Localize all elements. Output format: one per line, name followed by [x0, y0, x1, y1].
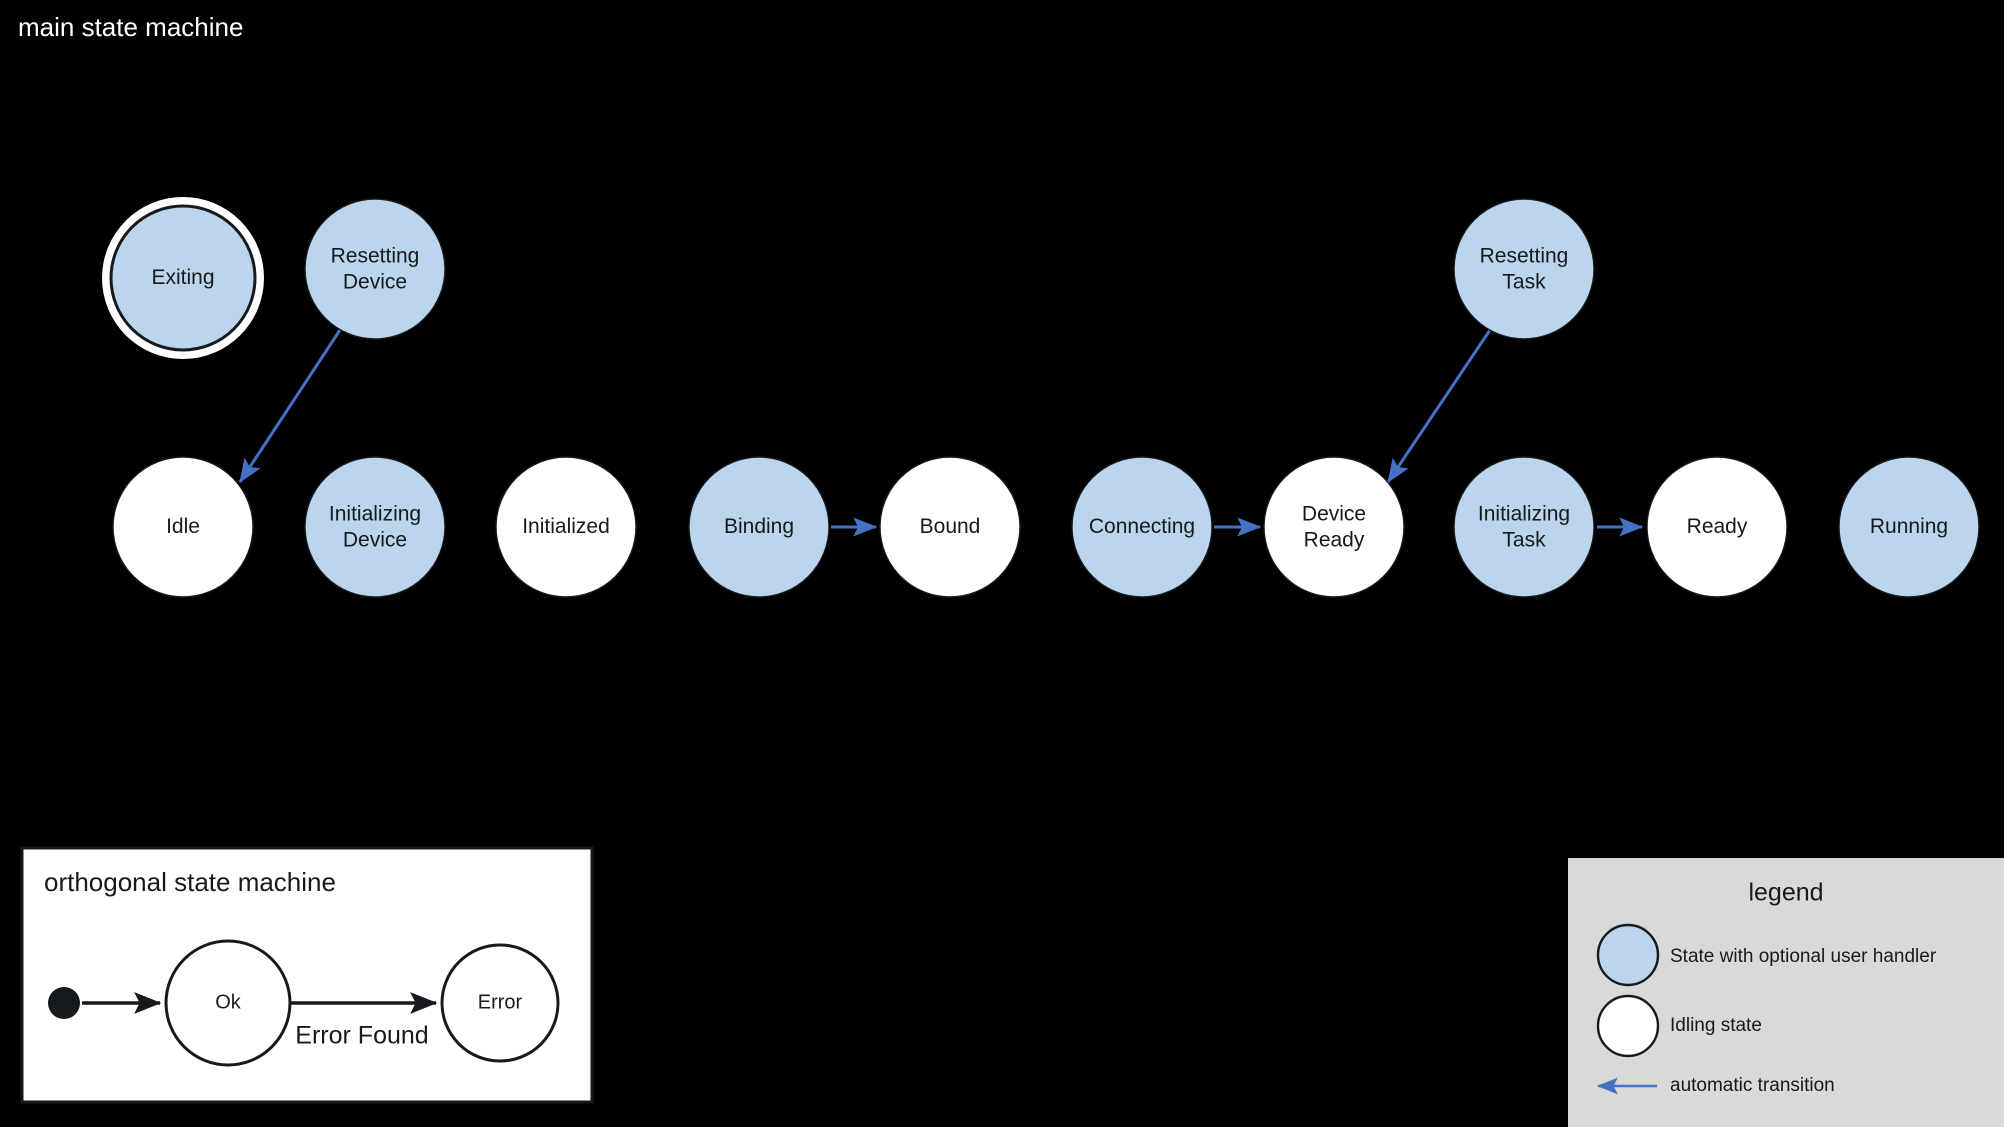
state-idle[interactable] [112, 456, 254, 598]
orthogonal-state-label-ok: Ok [215, 991, 241, 1014]
state-circle-initializing-device[interactable] [304, 456, 446, 598]
legend-label-handler-state: State with optional user handler [1670, 946, 1937, 967]
state-bound[interactable] [879, 456, 1021, 598]
orthogonal-state-ok[interactable] [164, 939, 292, 1067]
state-circle-binding[interactable] [688, 456, 830, 598]
state-circle-bound[interactable] [879, 456, 1021, 598]
state-binding[interactable] [688, 456, 830, 598]
state-circle-exiting[interactable] [109, 204, 257, 352]
state-circle-idle[interactable] [112, 456, 254, 598]
state-resetting-task[interactable] [1453, 198, 1595, 340]
state-device-ready[interactable] [1263, 456, 1405, 598]
orthogonal-initial-state-dot [48, 987, 80, 1019]
legend-title: legend [1748, 878, 1824, 907]
legend-swatch-handler-state [1596, 923, 1660, 987]
state-circle-initializing-task[interactable] [1453, 456, 1595, 598]
legend-label-idling-state: Idling state [1670, 1015, 1762, 1036]
state-initializing-task[interactable] [1453, 456, 1595, 598]
legend-panel [1568, 858, 2004, 1127]
orthogonal-state-label-error: Error [477, 991, 523, 1014]
state-connecting[interactable] [1071, 456, 1213, 598]
state-running[interactable] [1838, 456, 1980, 598]
state-ready[interactable] [1646, 456, 1788, 598]
state-circle-connecting[interactable] [1071, 456, 1213, 598]
page-title: main state machine [18, 12, 244, 42]
state-circle-initialized[interactable] [495, 456, 637, 598]
state-circle-resetting-task[interactable] [1453, 198, 1595, 340]
orthogonal-transition-label-ok-to-error: Error Found [295, 1021, 429, 1050]
orthogonal-panel-title: orthogonal state machine [44, 867, 336, 897]
legend-swatch-idling-state [1596, 994, 1660, 1058]
state-resetting-device[interactable] [304, 198, 446, 340]
main-transitions-layer [238, 329, 1644, 537]
main-states-layer [102, 197, 1980, 598]
state-initialized[interactable] [495, 456, 637, 598]
state-circle-resetting-device[interactable] [304, 198, 446, 340]
state-circle-running[interactable] [1838, 456, 1980, 598]
state-exiting[interactable] [102, 197, 264, 359]
orthogonal-state-machine-panel [20, 846, 594, 1104]
transition-resetting-task-to-device-ready [1386, 329, 1492, 483]
transition-resetting-device-to-idle [238, 329, 342, 484]
legend-label-automatic-transition: automatic transition [1670, 1075, 1835, 1096]
state-initializing-device[interactable] [304, 456, 446, 598]
state-circle-device-ready[interactable] [1263, 456, 1405, 598]
state-circle-ready[interactable] [1646, 456, 1788, 598]
orthogonal-state-error[interactable] [440, 943, 560, 1063]
legend-box [1568, 858, 2004, 1127]
